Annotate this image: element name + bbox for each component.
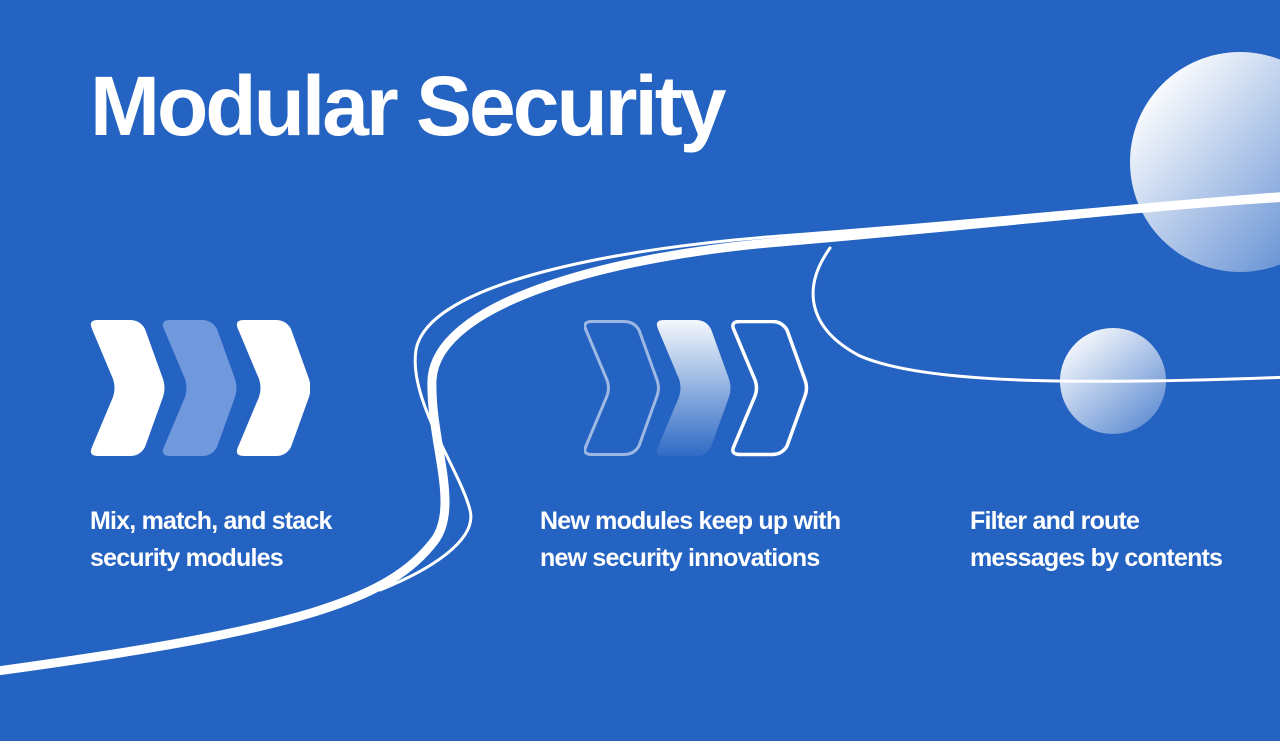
outline-chevrons-icon	[584, 320, 809, 457]
orbit-line	[811, 246, 1280, 383]
feature-2-line-2: new security innovations	[540, 544, 820, 572]
feature-2-text: New modules keep up with new security in…	[540, 503, 841, 577]
large-sphere-icon	[1130, 52, 1280, 272]
feature-1-line-2: security modules	[90, 544, 284, 572]
main-curve-line	[0, 193, 1280, 676]
feature-3-line-2: messages by contents	[970, 544, 1223, 572]
chevron-outline-1	[584, 320, 660, 456]
feature-1-text: Mix, match, and stack security modules	[90, 503, 332, 577]
feature-3-line-1: Filter and route	[970, 507, 1140, 535]
chevron-solid-3	[236, 320, 310, 456]
chevron-outline-3	[731, 320, 809, 457]
solid-chevrons-icon	[90, 320, 310, 456]
chevron-gradient-2	[656, 320, 731, 456]
feature-3-text: Filter and route messages by contents	[970, 503, 1223, 577]
chevron-solid-1	[90, 320, 165, 456]
feature-2-line-1: New modules keep up with	[540, 507, 841, 535]
chevron-solid-2	[162, 320, 237, 456]
page-title: Modular Security	[90, 59, 726, 153]
feature-1-line-1: Mix, match, and stack	[90, 507, 332, 535]
thin-curve-line	[378, 192, 1280, 592]
